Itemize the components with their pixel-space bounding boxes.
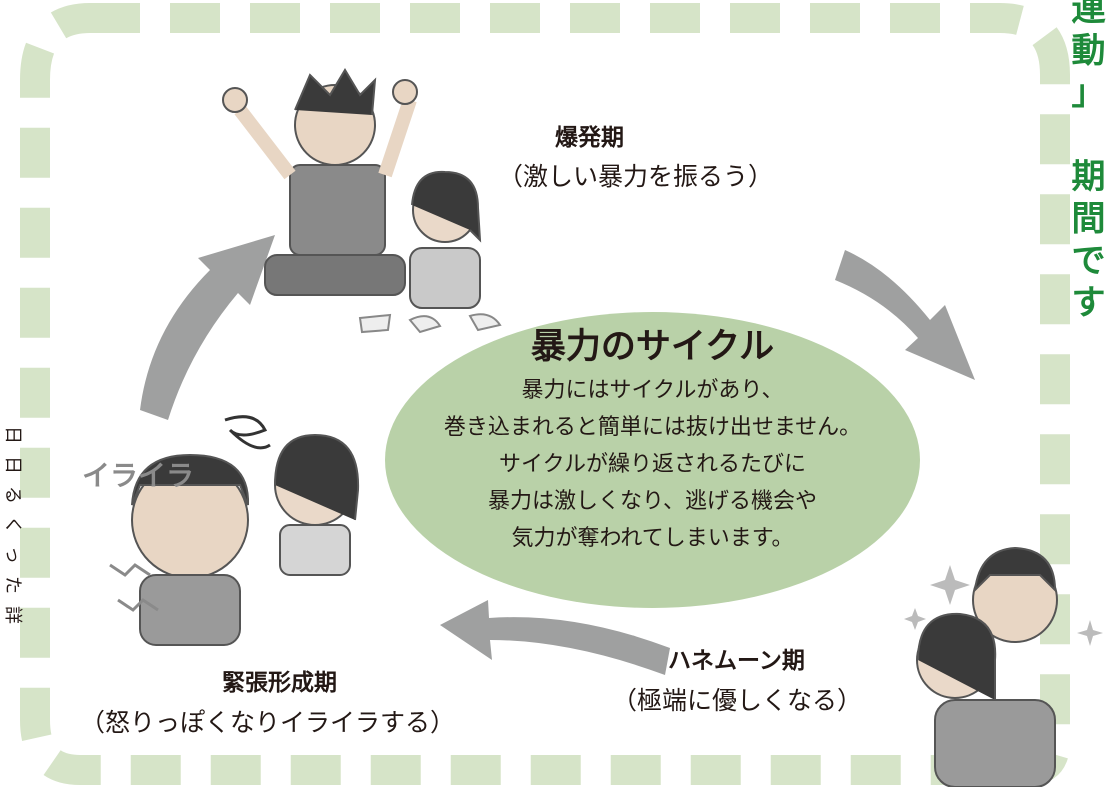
worried-woman-illustration [274,433,360,576]
vertical-char: 間 [1071,199,1106,239]
honeymoon-phase-description: （極端に優しくなる） [612,686,863,715]
vertical-char: た [2,576,23,594]
right-vertical-heading: 連 動 」 期 間 で す [1064,0,1113,324]
center-ellipse [385,312,920,608]
vertical-char: る [2,486,23,504]
explanation-line: 巻き込まれると簡単には抜け出せません。 [443,415,862,440]
vertical-char: 期 [1071,157,1106,197]
explanation-line: 暴力にはサイクルがあり、 [521,378,784,403]
explosion-phase-description: （激しい暴力を振るう） [498,162,774,191]
explanation-line: 暴力は激しくなり、逃げる機会や [487,489,818,514]
cycle-explanation: 暴力にはサイクルがあり、 巻き込まれると簡単には抜け出せません。 サイクルが繰り… [385,372,920,557]
vertical-char: 日 [2,456,23,474]
zigzag-lines-icon [109,563,159,612]
frowning-man-illustration [131,453,250,646]
vertical-char: 詳 [2,606,23,624]
broken-cup-illustration [358,313,502,334]
cycle-title: 暴力のサイクル [530,327,775,367]
vertical-char: っ [2,546,23,564]
explanation-line: サイクルが繰り返されるたびに [499,452,806,477]
vertical-char: 日 [2,426,23,444]
crying-woman-illustration [409,170,482,309]
sparkle-icon [904,565,1103,646]
tension-phase-title: 緊張形成期 [222,670,337,696]
vertical-char: 」 [1071,73,1106,113]
vertical-char: す [1071,283,1106,323]
vertical-char: で [1071,241,1106,281]
stress-scribble-icon [224,415,271,450]
irairai-label: イライラ [82,459,194,492]
tension-phase-description: （怒りっぽくなりイライラする） [80,708,456,737]
explosion-phase-title: 爆発期 [555,125,624,151]
arrow-explosion-to-honeymoon [835,250,975,380]
explanation-line: 気力が奪われてしまいます。 [511,526,794,551]
arrow-honeymoon-to-tension [440,600,670,675]
angry-man-illustration [222,68,418,296]
arrow-tension-to-explosion [140,235,275,420]
vertical-char: 動 [1071,31,1106,71]
vertical-char: く [2,516,23,534]
honeymoon-phase-title: ハネムーン期 [668,648,805,674]
left-vertical-text: 日 日 る く っ た 詳 [0,420,24,630]
hugging-couple-illustration [916,546,1058,787]
vertical-char: 連 [1071,0,1106,29]
vertical-char [1064,114,1113,156]
